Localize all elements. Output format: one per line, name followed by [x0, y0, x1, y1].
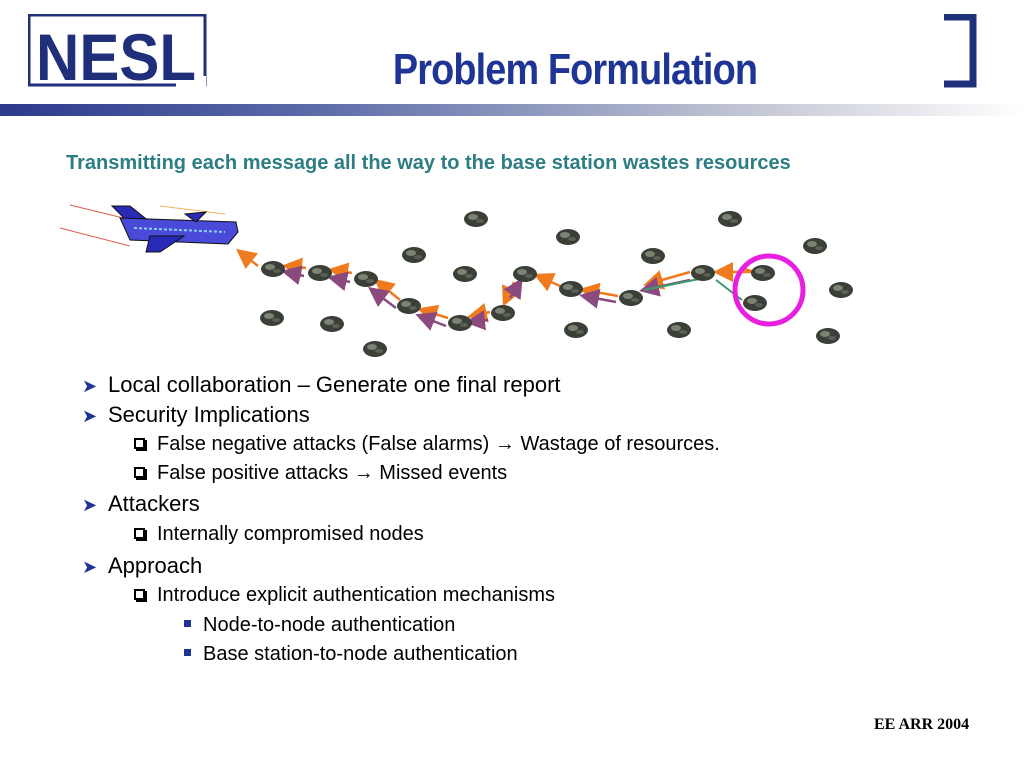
bullet-item: ➤Attackers: [82, 491, 200, 516]
airplane-icon: [59, 204, 239, 253]
bullet-item: Node-to-node authentication: [184, 614, 455, 637]
bullet-item: ➤Local collaboration – Generate one fina…: [82, 372, 561, 397]
checkbox-bullet-icon: [134, 438, 145, 449]
page-title: Problem Formulation: [392, 45, 758, 95]
sensor-network-diagram: [59, 204, 853, 357]
arrow-bullet-icon: ➤: [82, 406, 98, 426]
bullet-item: Base station-to-node authentication: [184, 643, 518, 666]
checkbox-bullet-icon: [134, 467, 145, 478]
arrow-bullet-icon: ➤: [82, 495, 98, 515]
bullet-item: Internally compromised nodes: [134, 523, 424, 546]
logo-text: NESL: [36, 20, 196, 94]
square-bullet-icon: [184, 649, 191, 656]
square-bullet-icon: [184, 620, 191, 627]
bracket-decoration: [944, 14, 977, 88]
header-divider-bar: [0, 104, 1024, 116]
arrow-bullet-icon: ➤: [82, 557, 98, 577]
bullet-item: False negative attacks (False alarms) → …: [134, 433, 720, 456]
bullet-item: False positive attacks → Missed events: [134, 462, 507, 485]
highlight-circle: [732, 253, 806, 327]
bullet-item: ➤Security Implications: [82, 402, 310, 427]
bullet-item: Introduce explicit authentication mechan…: [134, 584, 555, 607]
arrow-bullet-icon: ➤: [82, 376, 98, 396]
nesl-logo: NESL: [28, 14, 207, 96]
bullet-item: ➤Approach: [82, 553, 203, 578]
checkbox-bullet-icon: [134, 589, 145, 600]
footer-label: EE ARR 2004: [874, 716, 970, 733]
slide-subtitle: Transmitting each message all the way to…: [66, 152, 791, 174]
checkbox-bullet-icon: [134, 528, 145, 539]
